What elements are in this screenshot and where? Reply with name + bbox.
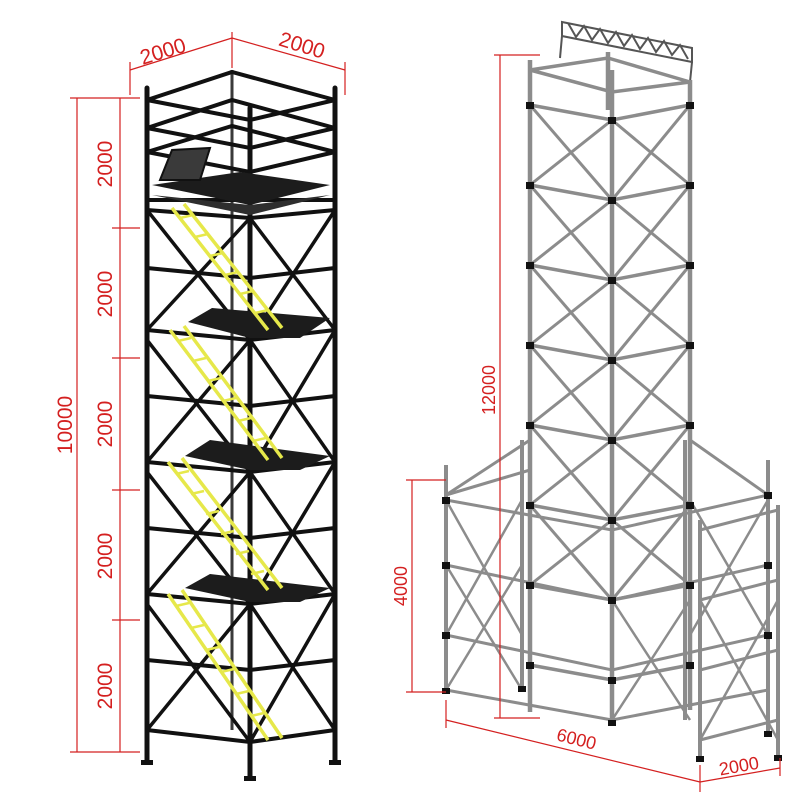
top-frame <box>146 69 336 175</box>
base-height-dimension: 4000 <box>391 566 411 606</box>
tower-braces <box>528 104 692 601</box>
lift-height-5: 2000 <box>94 663 117 710</box>
platform-2 <box>188 308 330 338</box>
base-plates <box>141 760 341 781</box>
ladder-rungs <box>175 213 269 718</box>
lift-height-4: 2000 <box>94 533 117 580</box>
lift-height-3: 2000 <box>94 401 117 448</box>
total-height-dimension: 10000 <box>54 396 77 454</box>
base-braces <box>444 499 780 741</box>
platforms <box>152 146 330 602</box>
base-length-dimension: 6000 <box>555 725 599 754</box>
width-dimension-a: 2000 <box>137 34 188 70</box>
base-ledgers <box>445 438 779 742</box>
connector-nodes <box>442 102 782 762</box>
top-hatch <box>158 146 212 181</box>
tower-height-dimension: 12000 <box>479 365 499 415</box>
left-dimension-lines <box>70 32 346 753</box>
base-width-dimension: 2000 <box>718 753 761 780</box>
tower-standards <box>527 52 693 725</box>
platform-3 <box>185 440 330 470</box>
platform-4 <box>185 574 330 602</box>
left-scaffold-tower: 2000 2000 10000 2000 2000 2000 2000 2000 <box>54 28 346 781</box>
lift-height-1: 2000 <box>94 141 117 188</box>
top-truss <box>559 20 693 83</box>
ladders <box>166 202 284 741</box>
lift-height-2: 2000 <box>94 271 117 318</box>
right-scaffold-tower: 12000 4000 6000 2000 <box>391 20 782 792</box>
right-dimension-lines <box>406 54 781 792</box>
